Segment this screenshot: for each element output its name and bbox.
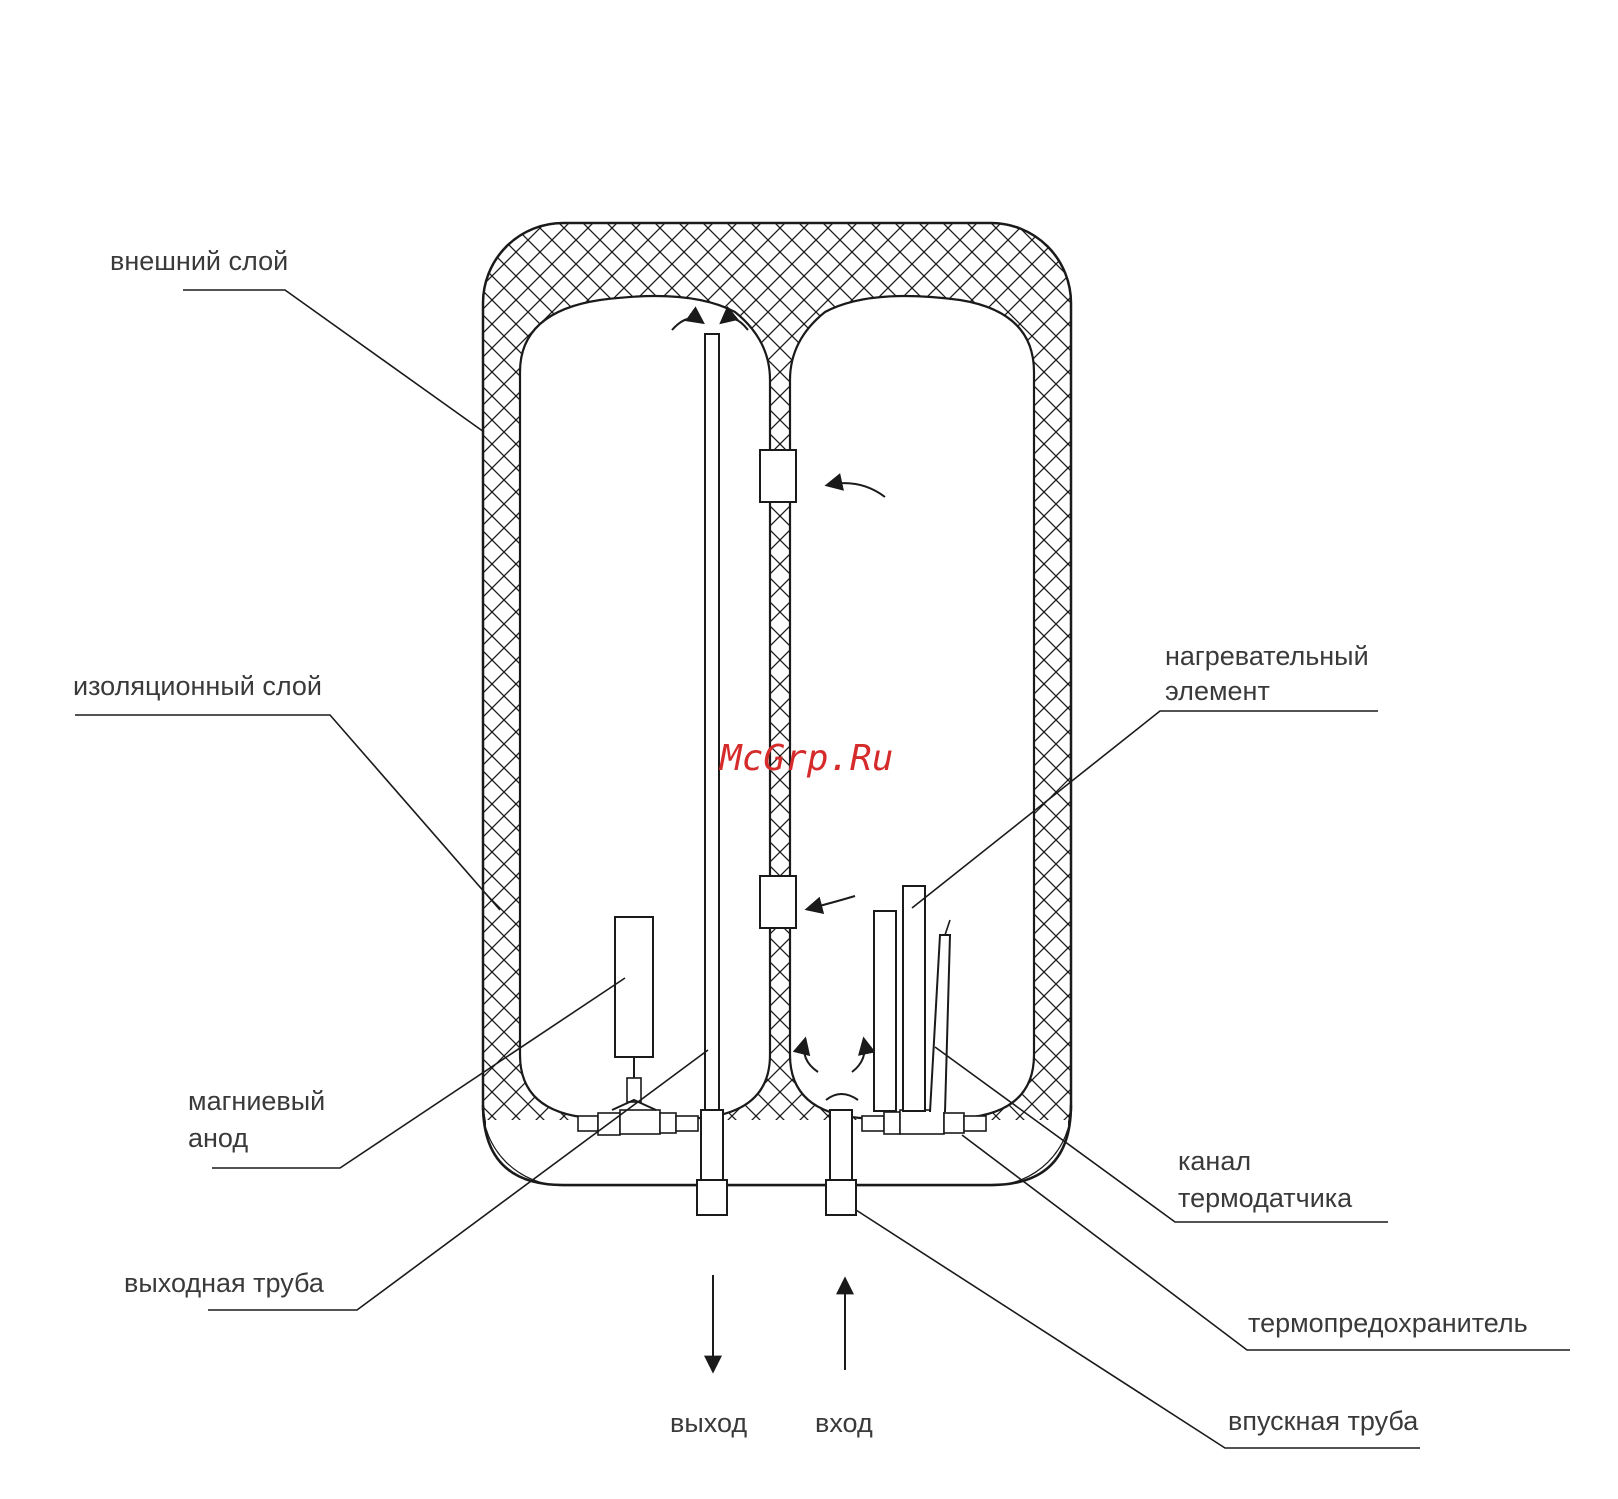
watermark: McGrp.Ru [718,738,893,779]
label-sensor-channel-line1: канал [1178,1146,1251,1176]
label-sensor-channel-line2: термодатчика [1178,1183,1353,1213]
flow-arrows [713,1275,845,1370]
label-heating-element-line1: нагревательный [1165,641,1369,671]
label-outlet-pipe: выходная труба [124,1268,325,1298]
label-outer-layer: внешний слой [110,246,288,276]
label-magnesium-anode-line1: магниевый [188,1086,325,1116]
label-heating-element-line2: элемент [1165,676,1270,706]
label-inlet-pipe: впускная труба [1228,1406,1419,1436]
label-outlet: выход [670,1408,747,1438]
label-inlet: вход [815,1408,873,1438]
label-thermal-fuse: термопредохранитель [1248,1308,1528,1338]
label-insulation-layer: изоляционный слой [73,671,322,701]
label-magnesium-anode-line2: анод [188,1123,248,1153]
